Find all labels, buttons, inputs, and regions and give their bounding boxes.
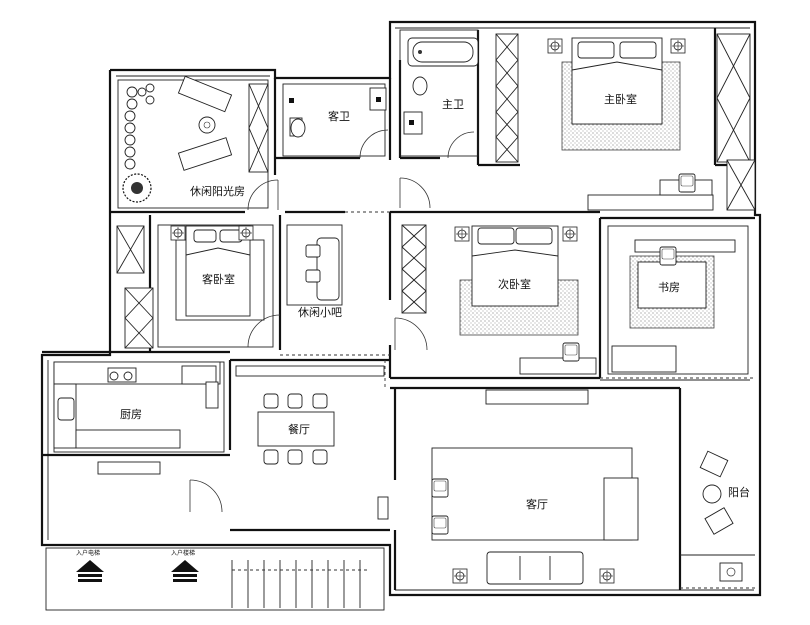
bar: 休闲小吧: [286, 224, 343, 319]
room-label-master-bath: 主卫: [442, 98, 464, 111]
master-bedroom: 主卧室: [495, 33, 756, 211]
stairs-label: 入户楼梯: [171, 549, 195, 557]
room-label-second-bedroom: 次卧室: [498, 277, 531, 291]
room-label-dining: 餐厅: [288, 422, 310, 436]
study: 书房: [607, 225, 749, 375]
second-bedroom: 次卧室: [394, 224, 597, 375]
kitchen: 厨房: [53, 361, 225, 453]
elevator-label: 入户电梯: [76, 549, 100, 557]
balcony: 阳台: [680, 450, 755, 589]
room-label-study: 书房: [658, 281, 680, 294]
stairs-arrow-icon: [171, 560, 199, 582]
elevator-arrow-icon: [76, 560, 104, 582]
room-label-kitchen: 厨房: [120, 408, 142, 421]
room-label-sunroom: 休闲阳光房: [190, 184, 245, 198]
plants-icon: [122, 83, 155, 203]
living-room: 客厅: [377, 389, 639, 585]
master-bath: 主卫: [399, 29, 479, 209]
sunroom: 休闲阳光房: [117, 75, 279, 211]
dining: 餐厅: [97, 365, 385, 513]
guest-bath: 客卫: [282, 83, 389, 159]
room-label-master-bedroom: 主卧室: [604, 92, 637, 106]
room-label-guest-bath: 客卫: [328, 109, 350, 123]
room-label-living: 客厅: [526, 497, 548, 511]
room-label-bar: 休闲小吧: [298, 305, 342, 319]
entry-stairs: 入户电梯 入户楼梯: [45, 547, 385, 611]
room-label-balcony: 阳台: [728, 485, 750, 499]
guest-bedroom: 客卧室: [116, 224, 281, 349]
room-label-guest-bedroom: 客卧室: [202, 272, 235, 286]
